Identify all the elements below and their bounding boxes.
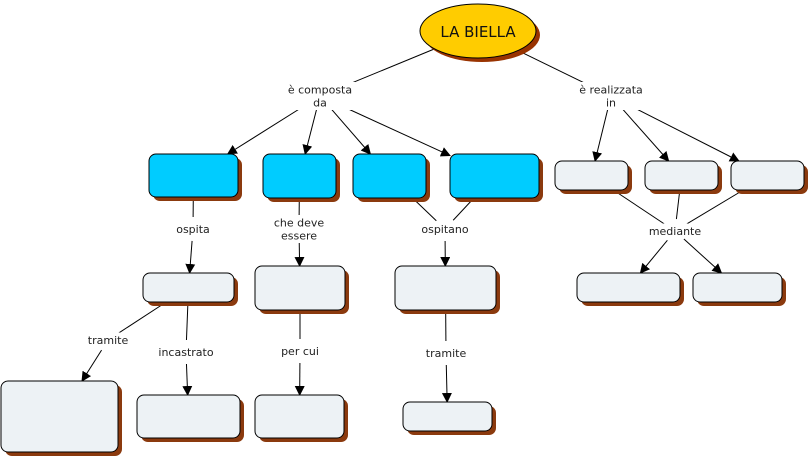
linking-phrase-bg	[420, 345, 472, 361]
linking-phrase-line: incastrato	[158, 346, 213, 359]
concept-rect	[148, 153, 239, 198]
concept-box-r2[interactable]	[644, 160, 722, 194]
concept-rect	[254, 394, 345, 439]
root-concept[interactable]: LA BIELLA	[419, 3, 540, 62]
concept-box-rb1[interactable]	[576, 272, 684, 306]
connection-lp8-b2	[182, 363, 193, 396]
concept-rect	[730, 160, 805, 191]
root-label: LA BIELLA	[440, 23, 516, 41]
concept-box-m1[interactable]	[142, 272, 238, 306]
root-ellipse	[419, 3, 537, 59]
linking-phrase-line: da	[313, 97, 327, 110]
linking-phrase-bg	[274, 343, 326, 359]
linking-phrase-bg	[416, 221, 474, 237]
node-layer: LA BIELLA	[0, 3, 808, 456]
concept-rect	[554, 160, 629, 191]
linking-phrase-line: che deve	[274, 217, 325, 230]
concept-box-b3[interactable]	[254, 394, 348, 442]
linking-phrase-bg	[646, 223, 704, 239]
concept-box-r3[interactable]	[730, 160, 808, 194]
linking-phrase-line: è realizzata	[579, 84, 643, 97]
connection-lp1-c1	[226, 101, 311, 155]
concept-rect	[644, 160, 719, 191]
concept-rect	[142, 272, 235, 303]
linking-phrase-line: per cui	[281, 345, 319, 358]
concept-box-rb2[interactable]	[692, 272, 786, 306]
linking-phrase-lp8[interactable]: incastrato	[158, 346, 213, 359]
concept-box-b2[interactable]	[136, 394, 244, 442]
linking-phrase-line: tramite	[426, 347, 467, 360]
connection-r1-lp6	[613, 189, 666, 225]
concept-rect	[254, 265, 346, 311]
connection-m1-lp7	[117, 301, 167, 334]
connection-lp6-rb1	[639, 239, 668, 274]
linking-phrase-line: in	[606, 97, 616, 110]
concept-rect	[449, 153, 540, 199]
connection-lp10-b4	[441, 364, 452, 403]
concept-rect	[136, 394, 241, 439]
linking-phrase-lp10[interactable]: tramite	[426, 347, 467, 360]
linking-phrase-lp5[interactable]: ospitano	[421, 223, 469, 236]
connection-lp6-rb2	[683, 238, 723, 274]
linking-phrase-lp9[interactable]: per cui	[281, 345, 319, 358]
linking-phrase-line: essere	[281, 230, 317, 243]
linking-phrase-line: ospita	[176, 223, 210, 236]
concept-box-c2[interactable]	[262, 153, 340, 202]
connection-m1-lp8	[185, 301, 189, 341]
connection-lp2-r1	[592, 107, 609, 162]
connection-lp7-b1	[81, 349, 102, 382]
connection-lp2-r2	[618, 104, 670, 162]
concept-box-m2[interactable]	[254, 265, 349, 314]
linking-phrase-bg	[82, 332, 134, 348]
concept-box-c3[interactable]	[352, 153, 430, 202]
linking-phrase-lp3[interactable]: ospita	[176, 223, 210, 236]
concept-rect	[0, 380, 119, 453]
concept-rect	[352, 153, 427, 199]
connection-r3-lp6	[685, 189, 744, 226]
linking-phrase-bg	[171, 221, 215, 237]
linking-phrase-lp6[interactable]: mediante	[649, 225, 702, 238]
concept-box-b4[interactable]	[402, 401, 496, 435]
connection-lp1-c3	[327, 104, 372, 155]
concept-box-c1[interactable]	[148, 153, 242, 201]
concept-rect	[402, 401, 493, 432]
concept-box-c4[interactable]	[449, 153, 543, 202]
linking-phrase-line: ospitano	[421, 223, 469, 236]
concept-box-b1[interactable]	[0, 380, 122, 456]
linking-phrase-bg	[151, 344, 221, 360]
concept-box-m3[interactable]	[394, 265, 500, 314]
linking-phrase-line: mediante	[649, 225, 702, 238]
linking-phrase-line: tramite	[88, 334, 129, 347]
linking-phrase-line: è composta	[288, 84, 352, 97]
connection-lp1-c4	[330, 100, 451, 157]
concept-rect	[262, 153, 337, 199]
linking-phrase-bg	[270, 215, 328, 243]
linking-phrase-lp7[interactable]: tramite	[88, 334, 129, 347]
linking-phrase-bg	[569, 82, 653, 110]
concept-rect	[394, 265, 497, 311]
connection-r2-lp6	[675, 189, 681, 220]
connection-lp2-r3	[621, 100, 740, 162]
concept-box-r1[interactable]	[554, 160, 632, 194]
connection-lp1-c2	[302, 107, 318, 155]
concept-rect	[576, 272, 681, 303]
concept-rect	[692, 272, 783, 303]
connection-lp3-m1	[185, 240, 196, 274]
linking-phrase-bg	[285, 82, 355, 110]
